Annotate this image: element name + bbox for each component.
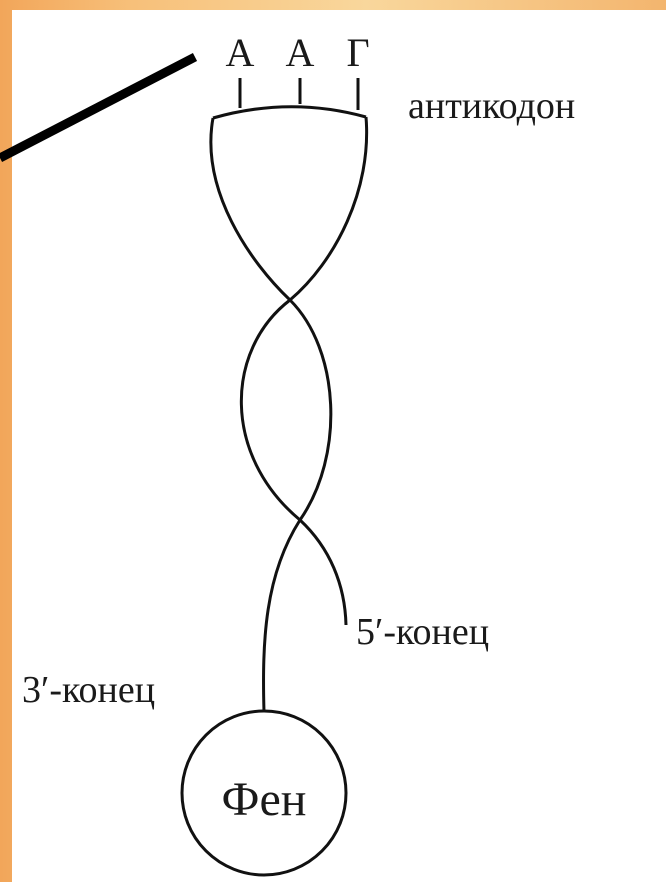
strand-right bbox=[239, 116, 369, 626]
anticodon-loop-top bbox=[212, 105, 367, 120]
codon-letter-2: А bbox=[286, 30, 315, 75]
diagram-panel bbox=[12, 10, 666, 882]
anticodon-label: антикодон bbox=[408, 85, 575, 127]
five-prime-end-label: 5′-конец bbox=[356, 611, 489, 653]
amino-acid-label: Фен bbox=[222, 773, 307, 826]
codon-letter-1: А bbox=[226, 30, 255, 75]
three-prime-end-label: 3′-конец bbox=[22, 669, 155, 711]
amino-acid-circle bbox=[180, 709, 348, 877]
pointer-line bbox=[0, 53, 198, 162]
strand-left bbox=[209, 117, 333, 713]
codon-letter-3: Г bbox=[346, 30, 369, 75]
